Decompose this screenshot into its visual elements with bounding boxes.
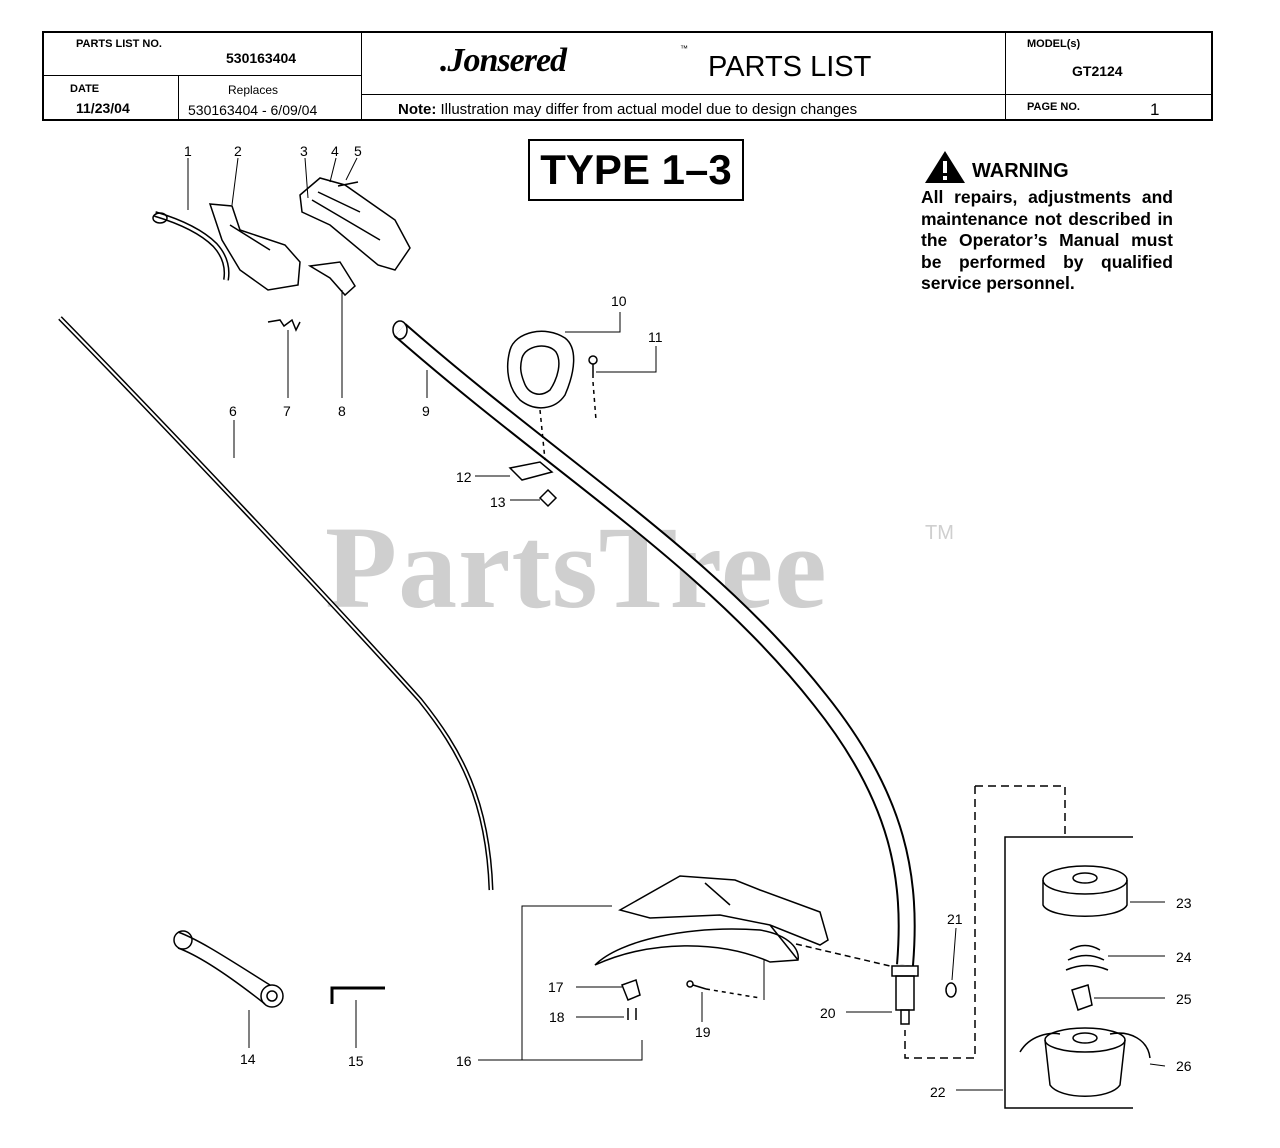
header-divider: [178, 75, 179, 121]
watermark-trademark: TM: [925, 522, 954, 544]
callout-9: 9: [422, 403, 430, 419]
part-8-trigger: [307, 261, 356, 297]
part-2-handle: [208, 203, 301, 291]
callout-10: 10: [611, 293, 627, 309]
callout-15: 15: [348, 1053, 364, 1069]
callout-12: 12: [456, 469, 472, 485]
callout-26: 26: [1176, 1058, 1192, 1074]
trimmer-head-box: [1004, 836, 1133, 1109]
callout-13: 13: [490, 494, 506, 510]
leader-lines: [187, 157, 1166, 1091]
header-block: [42, 31, 1213, 121]
part-23-cover: [1042, 865, 1128, 917]
trimmer-head-bracket: [904, 785, 1066, 1059]
note-label: Note:: [398, 101, 437, 118]
callout-20: 20: [820, 1005, 836, 1021]
part-11-screw: [588, 355, 598, 421]
page-number: 1: [1150, 100, 1160, 119]
callout-7: 7: [283, 403, 291, 419]
callout-2: 2: [234, 143, 242, 159]
page-label: PAGE NO.: [1027, 101, 1080, 113]
callout-17: 17: [548, 979, 564, 995]
date-value: 11/23/04: [76, 100, 130, 116]
parts-list-number: 530163404: [226, 50, 297, 66]
model-value: GT2124: [1072, 63, 1123, 79]
header-divider: [361, 33, 362, 121]
brand-trademark: ™: [680, 44, 688, 53]
callout-1: 1: [184, 143, 192, 159]
callout-21: 21: [947, 911, 963, 927]
part-15-hex-key: [330, 986, 385, 1004]
part-25-eyelet: [1071, 984, 1093, 1011]
callout-25: 25: [1176, 991, 1192, 1007]
part-16-shield: [594, 875, 829, 966]
part-19-screw: [686, 980, 761, 999]
callout-23: 23: [1176, 895, 1192, 911]
part-9-tube: [392, 320, 916, 966]
callout-5: 5: [354, 143, 362, 159]
model-label: MODEL(s): [1027, 38, 1081, 50]
part-17-18-clip-screws: [621, 979, 641, 1020]
callout-6: 6: [229, 403, 237, 419]
callout-11: 11: [648, 329, 663, 345]
callout-16: 16: [456, 1053, 472, 1069]
header-divider: [1005, 33, 1006, 121]
callout-8: 8: [338, 403, 346, 419]
warning-text: All repairs, adjustments and maintenance…: [921, 187, 1173, 293]
replaces-value: 530163404 - 6/09/04: [188, 102, 318, 118]
part-21-nut: [945, 982, 957, 998]
callout-18: 18: [549, 1009, 565, 1025]
part-7-spring: [267, 318, 301, 332]
callout-3: 3: [300, 143, 308, 159]
callout-4: 4: [331, 143, 339, 159]
note-text: Illustration may differ from actual mode…: [436, 101, 858, 118]
part-12-clamp: [508, 461, 554, 481]
callout-14: 14: [240, 1051, 256, 1067]
part-24-spring: [1065, 944, 1109, 971]
warning-icon: [925, 151, 965, 183]
part-13-wing-nut: [538, 488, 558, 508]
callout-22: 22: [930, 1084, 946, 1100]
type-label: TYPE 1–3: [528, 139, 744, 201]
header-note: Note: Illustration may differ from actua…: [398, 101, 857, 118]
part-1-throttle-lever: [152, 211, 230, 281]
header-divider: [361, 94, 1213, 95]
replaces-label: Replaces: [228, 83, 279, 97]
parts-list-label: PARTS LIST NO.: [76, 38, 162, 50]
brand-logo: .Jonsered: [440, 42, 567, 79]
part-6-drive-shaft: [58, 316, 494, 891]
header-divider: [44, 75, 361, 76]
date-label: DATE: [70, 83, 100, 95]
callout-19: 19: [695, 1024, 711, 1040]
part-26-spool: [1019, 1027, 1151, 1097]
part-14-wrench: [173, 930, 284, 1008]
part-3-4-5-switch-housing: [299, 177, 411, 271]
part-10-loop-handle: [507, 330, 575, 461]
callout-24: 24: [1176, 949, 1192, 965]
part-20-gear-head: [795, 943, 919, 1025]
warning-title: WARNING: [972, 160, 1069, 182]
page-title: PARTS LIST: [708, 51, 872, 83]
